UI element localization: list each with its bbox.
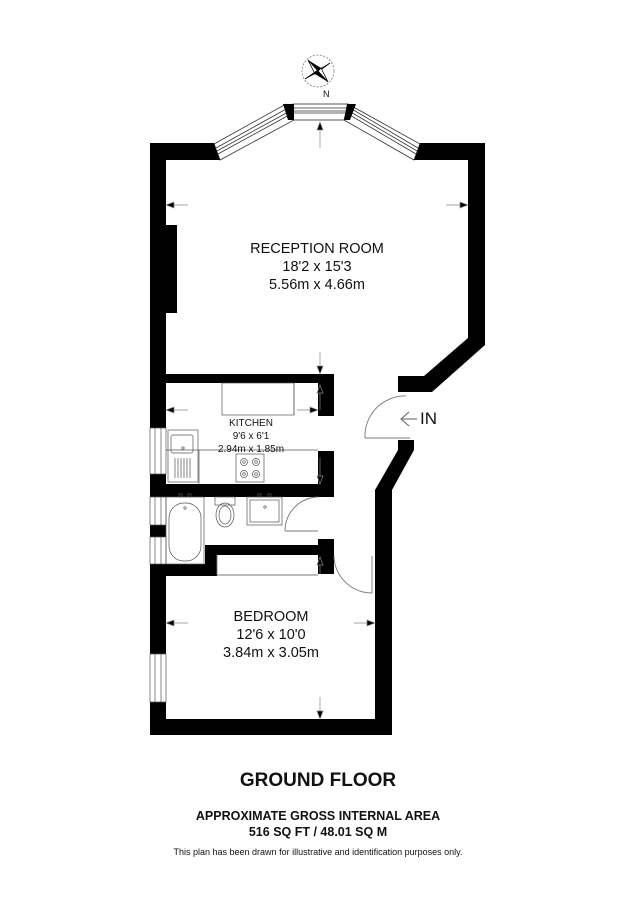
bathroom-fittings [165, 493, 283, 565]
basin-icon [246, 496, 283, 526]
sink-icon [170, 434, 194, 454]
kitchen-fittings [166, 382, 318, 484]
room-name: KITCHEN [229, 418, 273, 429]
bay-window [213, 103, 421, 161]
compass-rose-icon [301, 54, 335, 88]
room-size-metric: 5.56m x 4.66m [269, 277, 365, 294]
sink-drainer [174, 458, 191, 478]
room-label-kitchen: KITCHEN 9'6 x 6'1 2.94m x 1.85m [196, 417, 306, 456]
walls [150, 143, 485, 735]
area-heading: APPROXIMATE GROSS INTERNAL AREA [195, 809, 441, 823]
side-windows [149, 427, 167, 703]
north-label: N [323, 89, 330, 99]
hob-icon [235, 453, 265, 483]
disclaimer: This plan has been drawn for illustrativ… [173, 847, 463, 857]
dimension-arrows [165, 121, 469, 720]
entrance-arrow-icon [400, 411, 417, 427]
room-label-reception: RECEPTION ROOM 18'2 x 15'3 5.56m x 4.66m [217, 240, 417, 294]
room-size-imperial: 18'2 x 15'3 [282, 259, 352, 276]
floor-title: GROUND FLOOR [239, 770, 397, 791]
room-size-imperial: 9'6 x 6'1 [232, 431, 270, 442]
toilet-cistern [214, 496, 236, 506]
entrance-label: IN [420, 409, 437, 428]
gross-area: APPROXIMATE GROSS INTERNAL AREA 516 SQ F… [0, 808, 636, 841]
bath-icon [168, 502, 202, 562]
room-size-metric: 3.84m x 3.05m [223, 645, 319, 662]
room-label-bedroom: BEDROOM 12'6 x 10'0 3.84m x 3.05m [206, 608, 336, 662]
toilet-icon [215, 502, 235, 528]
room-size-metric: 2.94m x 1.85m [217, 444, 285, 455]
area-value: 516 SQ FT / 48.01 SQ M [248, 825, 388, 840]
room-size-imperial: 12'6 x 10'0 [236, 627, 306, 644]
room-name: BEDROOM [233, 609, 309, 625]
entrance-door [364, 395, 407, 439]
doors [216, 395, 410, 594]
room-name: RECEPTION ROOM [250, 241, 384, 257]
